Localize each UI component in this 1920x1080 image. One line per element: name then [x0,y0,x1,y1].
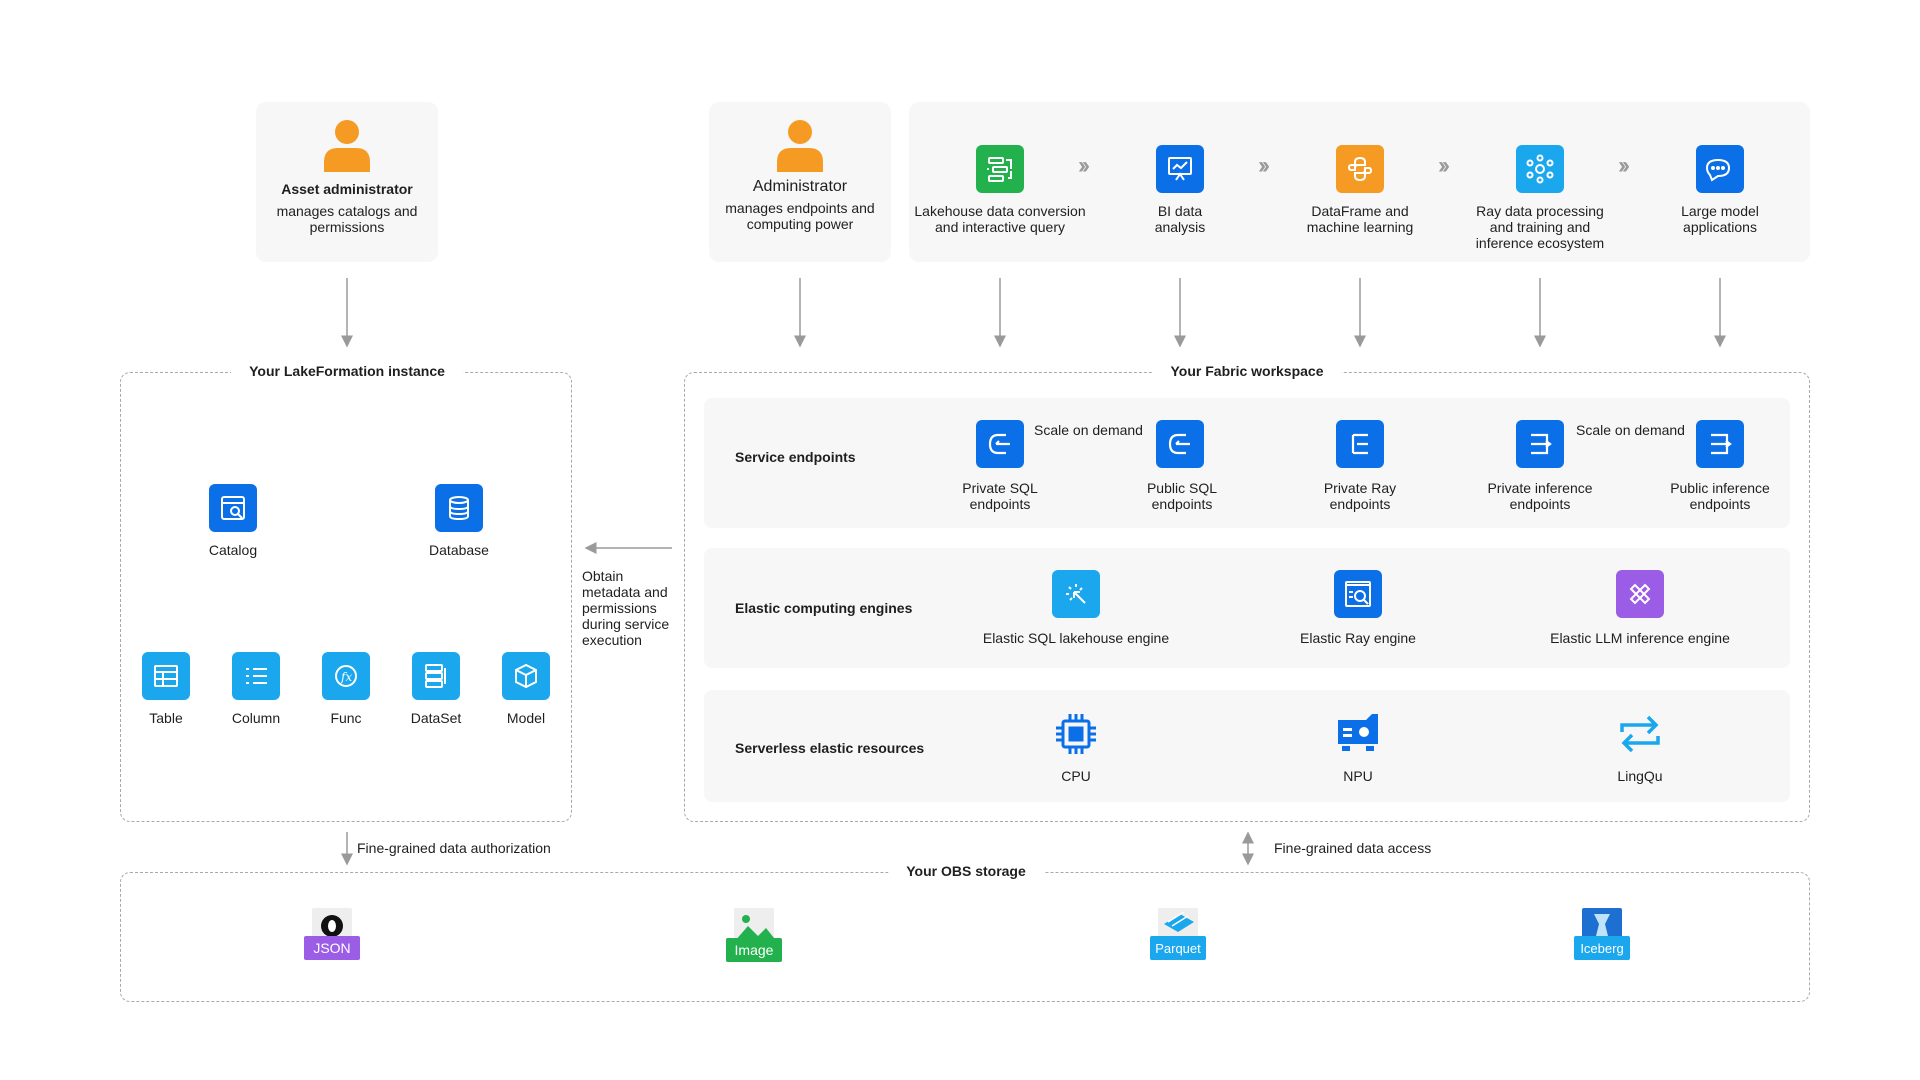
scenario-1-line1: Lakehouse data conversion [914,203,1086,219]
asset-admin-desc-1: manages catalogs and [276,203,418,219]
obtain-note-5: execution [582,632,642,648]
scenario-1-line2: and interactive query [935,219,1065,235]
npu-icon [1338,714,1378,751]
table-label: Table [149,710,183,726]
public-sql-line2: endpoints [1151,496,1213,512]
service-endpoints-band [704,398,1790,528]
service-endpoints-label: Service endpoints [735,449,856,465]
private-inference-line2: endpoints [1509,496,1571,512]
scenario-4-line1: Ray data processing [1476,203,1604,219]
cpu-icon [1056,714,1096,754]
sql-engine-icon [1052,570,1100,618]
ray-engine-icon [1334,570,1382,618]
cpu-label: CPU [1061,768,1091,784]
private-ray-line2: endpoints [1329,496,1391,512]
iceberg-file-icon: Iceberg [1574,908,1630,960]
sql-endpoint-icon [1156,420,1204,468]
column-label: Column [231,710,281,726]
scenario-5-line1: Large model [1681,203,1759,219]
chat-icon [1696,145,1744,193]
person-icon [777,120,823,172]
engines-label: Elastic computing engines [735,600,913,616]
engines-band [704,548,1790,668]
function-icon: fx [322,652,370,700]
obtain-note-4: during service [582,616,670,632]
scenario-2-line2: analysis [1154,219,1206,235]
admin-title: Administrator [752,178,848,195]
func-label: Func [330,710,362,726]
svg-text:JSON: JSON [313,940,350,956]
inference-endpoint-icon [1516,420,1564,468]
scenario-2-line1: BI data [1157,203,1203,219]
llm-engine-label: Elastic LLM inference engine [1550,630,1730,646]
lingqu-icon [1620,715,1660,753]
npu-label: NPU [1343,768,1373,784]
lakeformation-box [120,372,572,822]
catalog-label: Catalog [208,542,258,558]
model-icon [502,652,550,700]
scenario-4-line3: inference ecosystem [1475,235,1605,251]
fine-grained-auth-label: Fine-grained data authorization [357,840,551,856]
scenario-5-line2: applications [1683,219,1757,235]
fabric-title: Your Fabric workspace [1152,363,1342,379]
svg-text:Parquet: Parquet [1155,941,1201,956]
person-icon [324,120,370,172]
parquet-file-icon: Parquet [1150,908,1206,960]
python-icon [1336,145,1384,193]
private-sql-line1: Private SQL [962,480,1038,496]
ray-endpoint-icon [1336,420,1384,468]
chevron-right-icon: ›› [1078,152,1090,179]
sql-endpoint-icon [976,420,1024,468]
svg-text:fx: fx [340,670,352,684]
chevron-right-icon: ›› [1618,152,1630,179]
svg-text:Image: Image [735,942,774,958]
lakeformation-title: Your LakeFormation instance [231,363,463,379]
image-file-icon: Image [726,908,782,962]
public-inference-line1: Public inference [1670,480,1770,496]
private-inference-line1: Private inference [1487,480,1593,496]
public-inference-line2: endpoints [1689,496,1751,512]
scenario-4-line2: and training and [1489,219,1591,235]
inference-endpoint-icon [1696,420,1744,468]
column-icon [232,652,280,700]
dataset-icon [412,652,460,700]
fine-grained-access-label: Fine-grained data access [1274,840,1432,856]
obs-title: Your OBS storage [888,863,1044,879]
admin-desc-2: computing power [746,216,854,232]
lingqu-label: LingQu [1617,768,1663,784]
resources-band [704,690,1790,802]
asset-admin-title: Asset administrator [281,181,413,197]
asset-admin-desc-2: permissions [309,219,385,235]
chevron-right-icon: ›› [1438,152,1450,179]
model-label: Model [506,710,546,726]
database-label: Database [429,542,489,558]
private-sql-line2: endpoints [969,496,1031,512]
scenario-3-line1: DataFrame and [1311,203,1409,219]
chevron-right-icon: ›› [1258,152,1270,179]
scale-on-demand-label-1: Scale on demand [1034,422,1143,438]
presentation-chart-icon [1156,145,1204,193]
scale-on-demand-label-2: Scale on demand [1576,422,1685,438]
catalog-icon [209,484,257,532]
obtain-note-3: permissions [582,600,657,616]
ray-network-icon [1516,145,1564,193]
obs-box [120,872,1810,1002]
sql-engine-label: Elastic SQL lakehouse engine [982,630,1170,646]
public-sql-line1: Public SQL [1146,480,1218,496]
llm-engine-icon [1616,570,1664,618]
json-file-icon: JSON [304,908,360,960]
ray-engine-label: Elastic Ray engine [1300,630,1416,646]
obtain-note-2: metadata and [582,584,668,600]
admin-desc-1: manages endpoints and [725,200,875,216]
svg-text:Iceberg: Iceberg [1580,941,1623,956]
private-ray-line1: Private Ray [1323,480,1397,496]
obtain-note-1: Obtain [582,568,624,584]
dataset-label: DataSet [410,710,462,726]
database-icon [435,484,483,532]
flow-icon [976,145,1024,193]
scenario-3-line2: machine learning [1306,219,1414,235]
resources-label: Serverless elastic resources [735,740,925,756]
table-icon [142,652,190,700]
